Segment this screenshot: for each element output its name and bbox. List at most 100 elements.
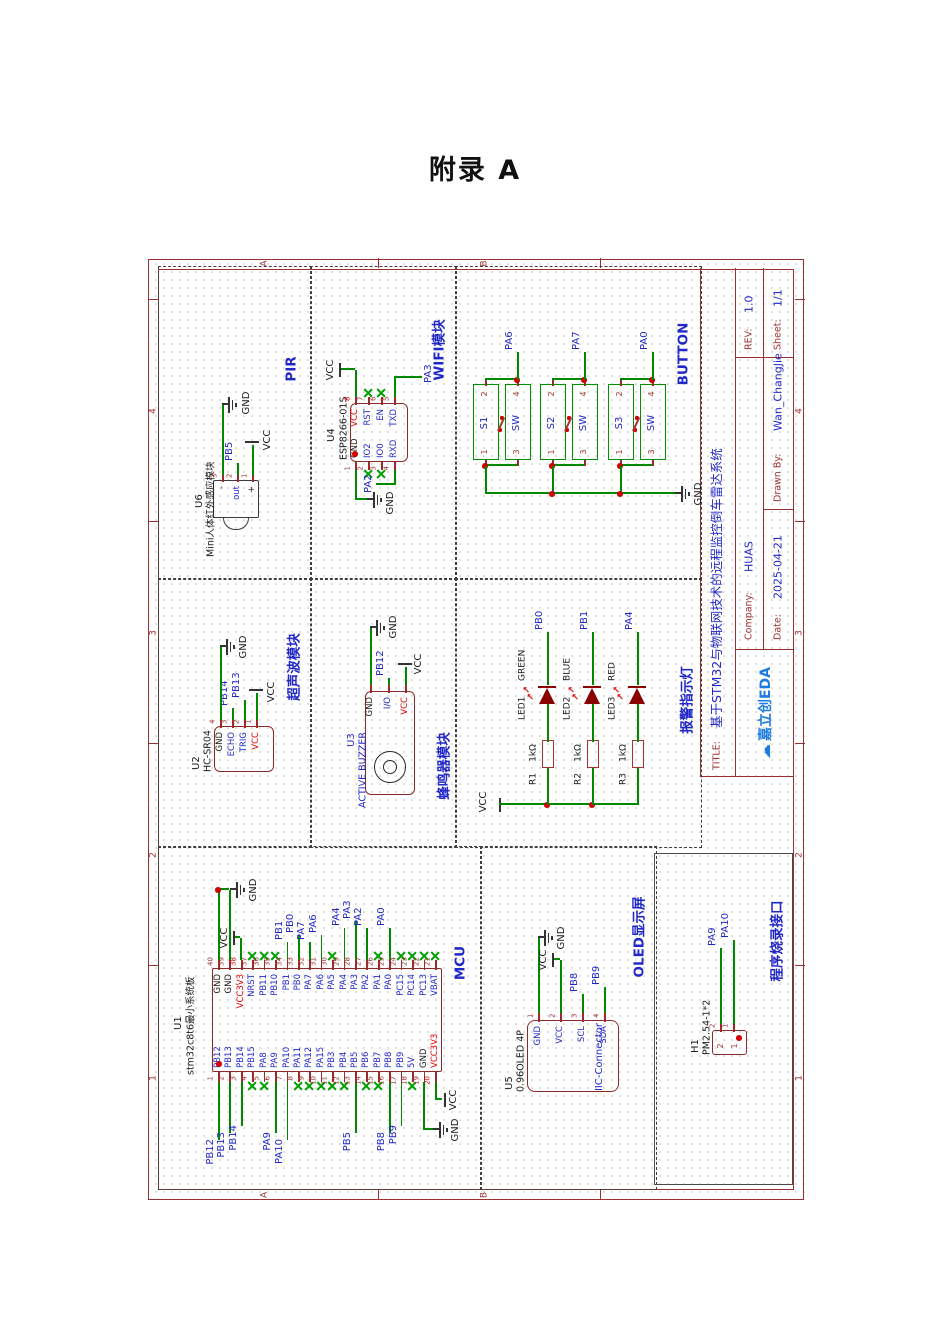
- pin-name: TRIG: [238, 732, 249, 753]
- label: 4: [647, 391, 656, 397]
- gnd-symbol: [551, 935, 553, 941]
- gnd-symbol: [373, 492, 375, 508]
- pin-name: PA1: [372, 974, 383, 990]
- label: IIC-Connector: [594, 1022, 605, 1092]
- pin-name: PB11: [258, 974, 269, 996]
- pin-name: PA2: [361, 974, 372, 990]
- section-pir: [158, 266, 312, 580]
- net-label-PB12: PB12: [375, 650, 386, 676]
- frame-col-label: 1: [148, 1075, 158, 1081]
- junction-dot: [549, 491, 555, 497]
- titleblock-date-value: 2025-04-21: [771, 535, 785, 599]
- wire: [582, 994, 584, 1013]
- line: [485, 380, 487, 386]
- vcc-symbol: [339, 363, 341, 377]
- label: 2: [716, 1043, 725, 1049]
- pin-stub: [388, 685, 390, 693]
- section-title-burn: 程序烧录接口: [769, 900, 786, 982]
- titleblock-title-label: TITLE:: [711, 741, 723, 770]
- pin-name: PB13: [224, 1046, 235, 1068]
- no-connect-x-icon: [292, 1081, 303, 1092]
- wire: [394, 376, 422, 378]
- pin-name: IO0: [375, 443, 386, 458]
- label: ↗: [571, 693, 582, 701]
- wire: [553, 958, 560, 960]
- pin-number: 2: [217, 1076, 226, 1081]
- gnd-symbol: [442, 1125, 445, 1135]
- pin-name: VCC: [250, 732, 261, 750]
- wire: [366, 928, 369, 960]
- title-block-line: [735, 268, 737, 777]
- gnd-symbol: [233, 644, 235, 650]
- line: [552, 380, 554, 386]
- pin-number: 6: [263, 1076, 272, 1081]
- wire: [400, 1082, 403, 1126]
- pin-stub: [434, 1072, 437, 1082]
- name-U2: HC-SR04: [202, 730, 214, 772]
- pin-number: 19: [412, 1076, 421, 1085]
- ref-U5: U5: [504, 1076, 515, 1090]
- pin-stub: [560, 1013, 562, 1022]
- name-U5: 0.96OLED 4P: [515, 1029, 527, 1092]
- net-label-PA7: PA7: [296, 921, 308, 940]
- net-label-PA9: PA9: [707, 927, 718, 946]
- wire: [592, 703, 594, 742]
- pin-number: 3: [229, 1076, 238, 1081]
- pin-stub: [405, 685, 407, 693]
- pin-name: PB1: [281, 974, 292, 991]
- pin-name: PA12: [304, 1046, 315, 1068]
- pin-name: VCC: [399, 697, 410, 715]
- pin-name: PC13: [418, 974, 429, 996]
- pin-stub: [733, 1024, 735, 1032]
- line: [620, 380, 622, 386]
- pin-name: PA15: [315, 1046, 326, 1068]
- label: GREEN: [517, 649, 528, 681]
- junction-dot: [215, 887, 221, 893]
- pin-name: PA3: [349, 974, 360, 990]
- line: [652, 460, 654, 466]
- wire: [355, 498, 367, 500]
- no-connect-x-icon: [247, 1081, 258, 1092]
- frame-tick: [148, 742, 158, 744]
- wire: [355, 1082, 357, 1133]
- line: [517, 460, 519, 466]
- wire: [485, 466, 487, 494]
- pin-name: I/O: [382, 697, 393, 710]
- vcc-symbol: [233, 931, 235, 945]
- titleblock-sheet-num-label: Sheet:: [772, 319, 784, 350]
- pin-name: RST: [362, 409, 373, 426]
- wire: [485, 378, 517, 380]
- pin-name: PB7: [372, 1051, 383, 1068]
- line: [584, 460, 586, 466]
- label: LED1: [517, 696, 528, 720]
- wire: [232, 708, 234, 720]
- pin-name: GND: [532, 1026, 543, 1046]
- label: SW: [646, 414, 657, 432]
- label: VCC: [219, 927, 230, 949]
- pin-name: PB4: [338, 1051, 349, 1068]
- label: GND: [556, 926, 567, 950]
- gnd-symbol: [681, 486, 683, 502]
- pin-number: 1: [721, 1023, 730, 1028]
- pin-name: EN: [375, 409, 386, 421]
- wire: [423, 1128, 433, 1130]
- pin-number: 8: [343, 396, 352, 401]
- label: SW: [578, 414, 589, 432]
- pin-name: PA0: [384, 974, 395, 990]
- label: VCC: [538, 949, 549, 971]
- gnd-symbol: [446, 1127, 448, 1133]
- led-symbol: [583, 684, 601, 704]
- pin-stub: [582, 1013, 584, 1022]
- wire: [240, 1082, 243, 1126]
- gnd-symbol: [243, 887, 245, 893]
- label: S1: [479, 416, 490, 430]
- label: GND: [385, 491, 396, 515]
- label: S2: [546, 416, 557, 430]
- section-title-buzzer: 蜂鸣器模块: [436, 732, 453, 800]
- pin-name: ECHO: [226, 732, 237, 757]
- pin-name: PB6: [361, 1051, 372, 1068]
- name-U1: stm32c8t6最小系统板: [185, 976, 197, 1075]
- junction-dot: [617, 491, 623, 497]
- no-connect-x-icon: [258, 1081, 269, 1092]
